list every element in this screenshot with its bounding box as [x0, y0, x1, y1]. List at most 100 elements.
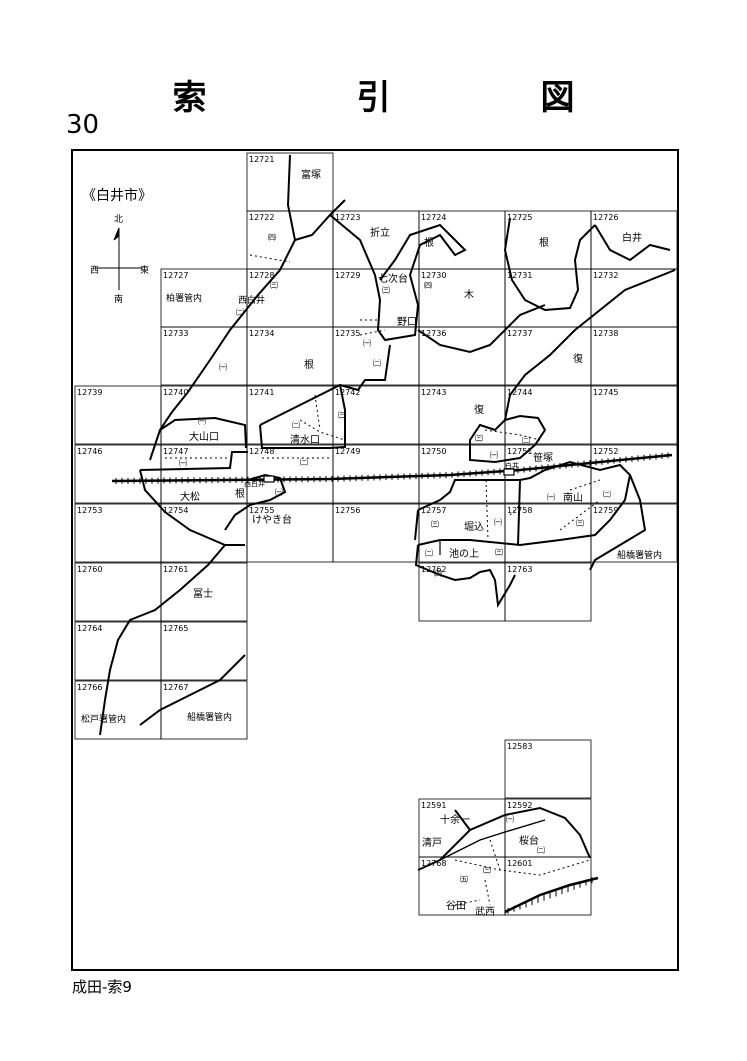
grid-cell-number: 12764 [77, 624, 102, 633]
boundary [259, 344, 391, 426]
city-label: 《白井市》 [82, 187, 152, 204]
place-name: 大山口 [189, 430, 219, 443]
district-mark: ㈠ [506, 814, 514, 824]
sub-boundary [454, 859, 591, 876]
station-nishi-shiroi [263, 475, 275, 483]
grid-cell-number: 12724 [421, 213, 446, 222]
place-name: 柏署管内 [166, 292, 202, 304]
district-mark: ㈠ [179, 458, 187, 468]
grid-cell-number: 12767 [163, 683, 188, 692]
grid-cell-number: 12765 [163, 624, 188, 633]
boundary [139, 469, 245, 546]
boundary [294, 199, 346, 241]
place-name: 白井 [505, 461, 519, 470]
boundary [417, 329, 501, 354]
grid-cell-number: 12768 [421, 859, 446, 868]
footer-label: 成田-索9 [72, 978, 132, 996]
grid-cell [504, 739, 592, 799]
grid-cell-number: 12757 [421, 506, 446, 515]
grid-cell-number: 12758 [507, 506, 532, 515]
page-title: 索 引 図 [172, 78, 633, 118]
boundary [454, 809, 471, 831]
grid-cell-number: 12751 [507, 447, 532, 456]
grid-cell-number: 12732 [593, 271, 618, 280]
grid-cell-number: 12736 [421, 329, 446, 338]
grid-cell [504, 856, 592, 916]
district-mark: ㈢ [475, 433, 483, 443]
place-name: 桜台 [519, 834, 539, 847]
grid-cell-number: 12731 [507, 271, 532, 280]
place-name: 木 [464, 289, 474, 301]
place-name: 南山 [563, 491, 583, 504]
grid-cell-number: 12747 [163, 447, 188, 456]
boundary [259, 424, 330, 449]
place-name: 折立 [370, 226, 390, 239]
railway-ticks [115, 452, 669, 914]
district-mark: ㈡ [236, 307, 244, 317]
grid-cell [590, 385, 678, 445]
place-name: 十余一 [440, 813, 470, 826]
district-marks: ㈣㈢㈡㈠㈢㈣㈠㈡㈢㈠㈢㈡㈠㈡㈠㈠㈡㈢㈠㈡㈢㈠㈡㈢㈣㈤㈠㈡㈢ [179, 233, 611, 884]
boundary [517, 479, 521, 546]
stations [263, 468, 515, 483]
grid-cell-number: 12723 [335, 213, 360, 222]
district-mark: ㈢ [483, 865, 491, 875]
station-shiroi [503, 468, 515, 476]
compass-rose [95, 227, 143, 290]
district-mark: ㈡ [292, 420, 300, 430]
place-name: 野口 [397, 316, 417, 328]
place-name: 大松 [180, 490, 200, 503]
place-name: 池の上 [449, 547, 479, 560]
grid-cell-number: 12760 [77, 565, 102, 574]
district-mark: ㈤ [460, 874, 468, 884]
boundary [139, 451, 248, 471]
grid-cell [160, 562, 248, 622]
grid-cell-number: 12741 [249, 388, 274, 397]
grid-cell-number: 12737 [507, 329, 532, 338]
grid-cell-number: 12745 [593, 388, 618, 397]
district-mark: ㈡ [425, 548, 433, 558]
sub-boundary [484, 429, 541, 441]
district-mark: ㈠ [494, 517, 502, 527]
boundary [414, 544, 516, 609]
district-mark: ㈣ [424, 281, 432, 290]
place-name: 清水口 [290, 433, 320, 446]
district-mark: ㈠ [363, 338, 371, 348]
grid-cell-number: 12740 [163, 388, 188, 397]
grid-cell-number: 12766 [77, 683, 102, 692]
district-mark: ㈠ [275, 487, 283, 497]
boundary [589, 474, 647, 571]
sub-boundary [489, 839, 501, 871]
place-labels: 富塚折立根根白井柏署管内西白井七次台木野口根復大山口清水口復笹塚大松根けやき台堀… [81, 168, 662, 918]
place-name: 根 [424, 236, 434, 249]
district-mark: ㈡ [522, 435, 530, 445]
boundary [417, 859, 441, 871]
place-name: 松戸署管内 [81, 713, 126, 725]
grid-cell-number: 12761 [163, 565, 188, 574]
grid-cell-number: 12729 [335, 271, 360, 280]
boundary [504, 269, 676, 421]
compass-east: 東 [140, 264, 149, 276]
grid-cell [590, 326, 678, 386]
boundary [503, 217, 596, 312]
grid-cell-number: 12591 [421, 801, 446, 810]
district-mark: ㈢ [338, 410, 346, 420]
boundary [414, 509, 419, 541]
district-mark: ㈢ [270, 280, 278, 290]
grid-cell-number: 12763 [507, 565, 532, 574]
boundary [469, 414, 547, 464]
place-name: 清戸 [422, 836, 442, 849]
district-mark: ㈡ [373, 358, 381, 368]
boundary [99, 544, 226, 736]
map-frame [71, 149, 679, 971]
grid-cell-number: 12734 [249, 329, 274, 338]
grid-cell-number: 12742 [335, 388, 360, 397]
grid-cell-number: 12601 [507, 859, 532, 868]
grid-cell-number: 12727 [163, 271, 188, 280]
place-name: 復 [474, 403, 484, 416]
grid-cell [160, 621, 248, 681]
grid-cell [590, 444, 678, 504]
grid-cell-number: 12753 [77, 506, 102, 515]
place-name: 冨士 [193, 587, 213, 600]
